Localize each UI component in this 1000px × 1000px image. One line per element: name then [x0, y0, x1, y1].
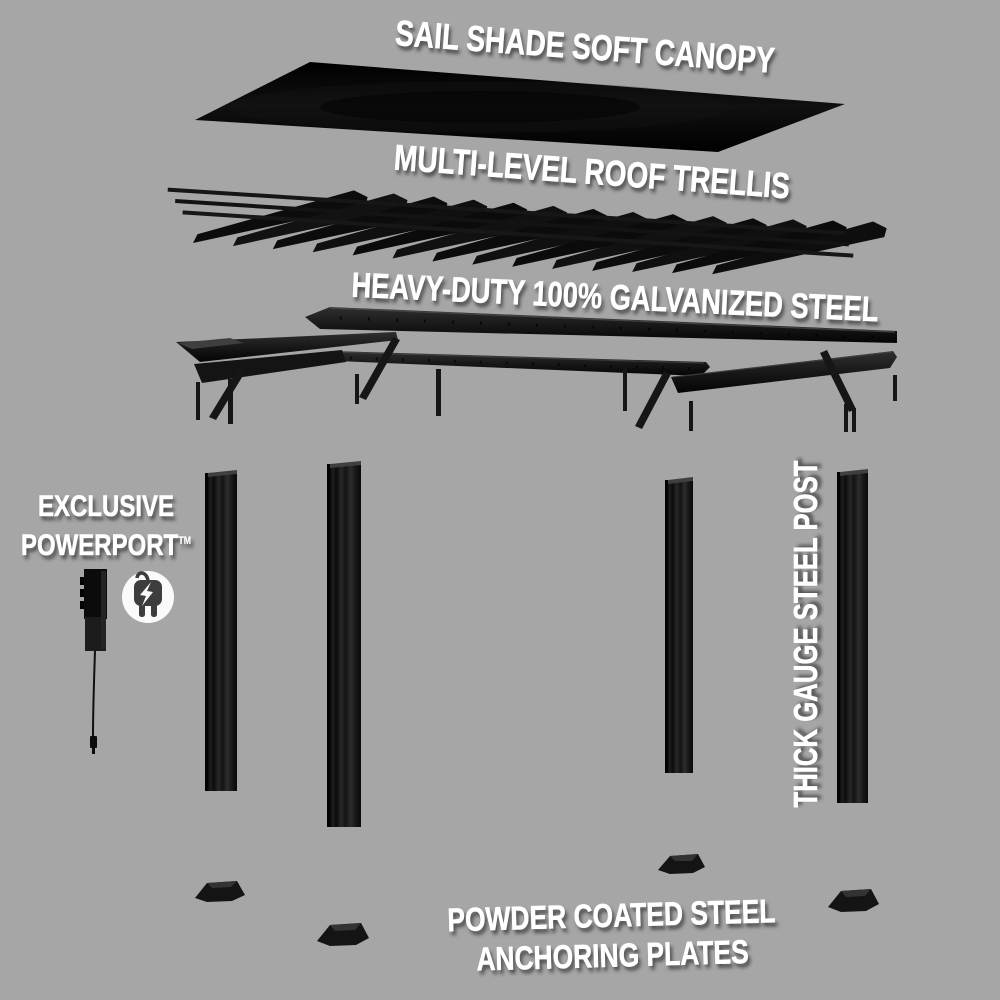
lightning-bolt-glyph: [140, 582, 153, 606]
steel-posts-graphic: [205, 461, 868, 827]
powerport-label-line1: EXCLUSIVE: [37, 490, 175, 524]
anchor-plate: [828, 889, 879, 912]
steel-frame-graphic: [176, 307, 897, 432]
powerport-label: EXCLUSIVE POWERPORTTM: [21, 487, 191, 565]
steel-post: [665, 477, 693, 773]
anchor-plate: [317, 923, 369, 946]
trellis-graphic: [167, 187, 887, 275]
steel-post: [837, 469, 868, 803]
steel-post: [205, 470, 237, 791]
power-plug: [90, 736, 97, 748]
power-cord: [92, 650, 96, 737]
anchor-plates-graphic: [195, 854, 879, 946]
powerport-device: [80, 569, 107, 754]
steel-post: [327, 461, 361, 827]
canopy-graphic: [195, 62, 845, 152]
powerport-plug-icon: [122, 571, 174, 623]
anchoring-plates-label: POWDER COATED STEEL ANCHORING PLATES: [447, 891, 777, 981]
steel-post-label: THICK GAUGE STEEL POST: [787, 460, 825, 808]
powerport-label-line2: POWERPORTTM: [20, 529, 192, 563]
anchor-plate: [658, 854, 705, 874]
trademark-symbol: TM: [178, 535, 192, 547]
anchor-plate: [195, 881, 245, 902]
